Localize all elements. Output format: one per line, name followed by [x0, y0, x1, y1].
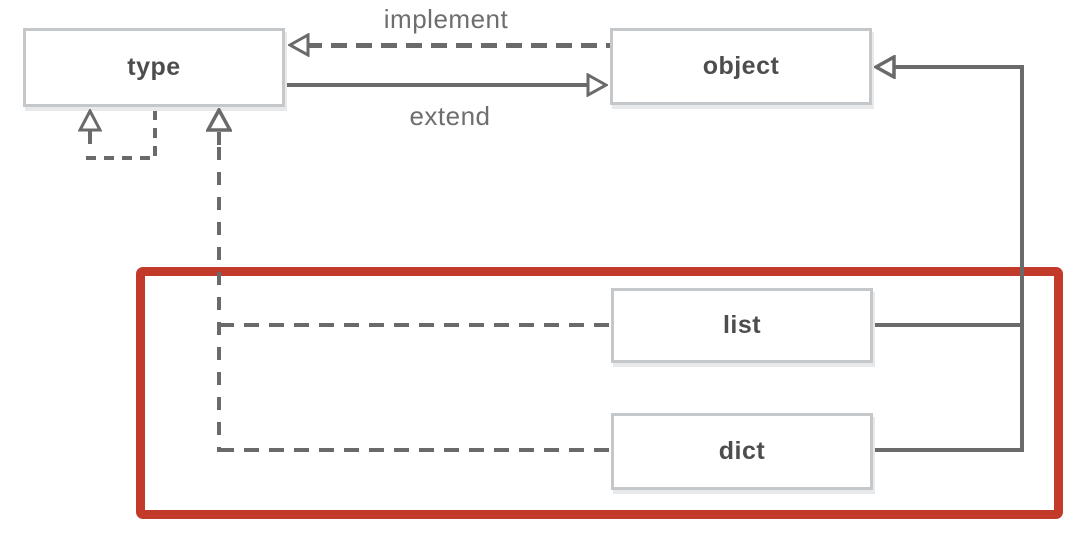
arrowhead-instances-into-type-icon: [206, 108, 232, 132]
node-object: object: [610, 28, 872, 105]
edge-label-implement: implement: [383, 4, 509, 34]
arrowhead-into-object-right-icon: [874, 55, 896, 79]
edge-instances-to-type-vertical-dash: [217, 147, 221, 452]
edge-instances-arrow-tail: [217, 132, 221, 145]
highlight-rectangle: [136, 267, 1063, 519]
edge-type-selfloop-horizontal-dash: [86, 156, 157, 160]
arrowhead-extend-into-object-icon: [586, 73, 608, 97]
edge-extend-line: [287, 83, 588, 87]
edge-type-selfloop-vertical-dash: [153, 110, 157, 156]
node-list: list: [611, 288, 873, 363]
edge-list-to-object-line: [871, 323, 1024, 327]
edge-dict-to-type-dash: [219, 448, 611, 452]
edge-into-object-line: [894, 65, 1024, 69]
edge-dict-to-object-line: [871, 448, 1024, 452]
arrowhead-implement-into-type-icon: [288, 33, 310, 57]
node-type: type: [23, 28, 285, 107]
node-dict: dict: [611, 413, 873, 490]
edge-implement-dashed-line: [306, 43, 610, 48]
node-dict-label: dict: [718, 437, 766, 465]
node-type-label: type: [127, 53, 181, 81]
arrowhead-selfloop-into-type-icon: [78, 109, 102, 132]
edge-extend-vertical-line: [1020, 67, 1024, 452]
edge-list-to-type-dash: [219, 323, 611, 327]
edge-selfloop-arrow-tail: [88, 131, 92, 144]
node-object-label: object: [702, 52, 780, 80]
edge-label-extend: extend: [409, 101, 491, 131]
node-list-label: list: [722, 311, 762, 339]
